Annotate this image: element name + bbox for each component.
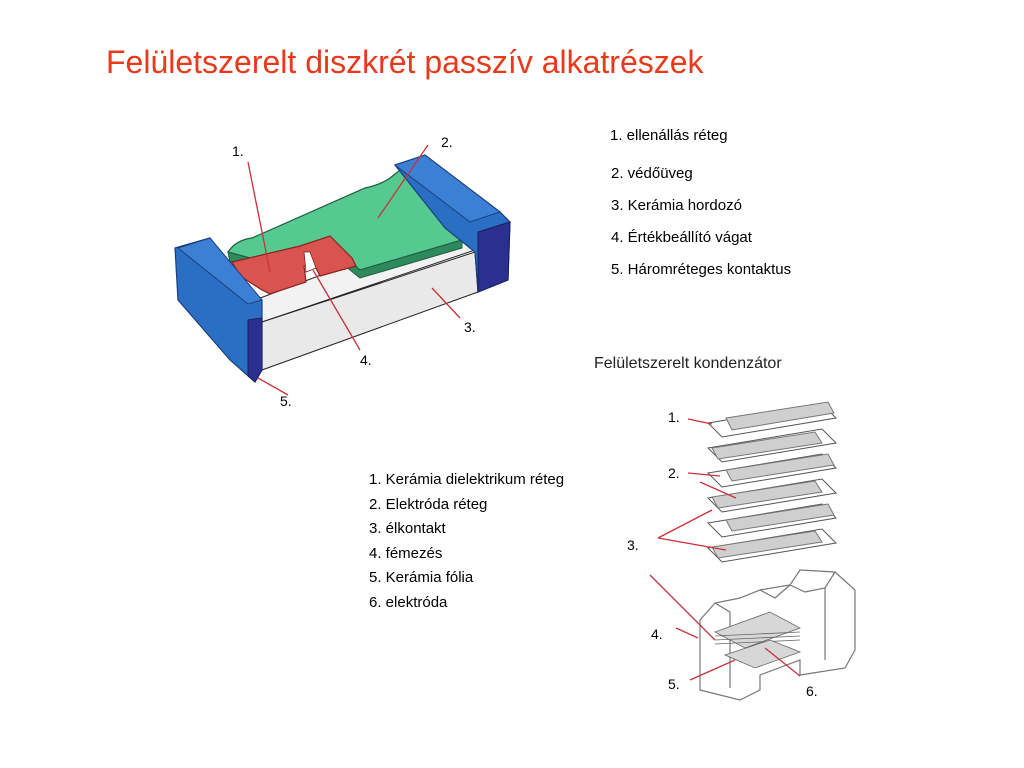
cap-leader-3b (657, 537, 727, 551)
resistor-leader-lines (247, 144, 461, 396)
left-contact-side (247, 317, 263, 383)
capacitor-legend-item: 4. fémezés (369, 544, 443, 562)
resistor-legend-item: 3. Kerámia hordozó (611, 197, 742, 214)
leader-5 (257, 377, 289, 396)
right-contact-side (477, 221, 511, 293)
leader-3 (431, 287, 461, 319)
capacitor-legend-item: 5. Kerámia fólia (369, 569, 474, 586)
capacitor-legend: 1. Kerámia dielektrikum réteg 2. Elektró… (369, 471, 564, 618)
cap-leader-2b (699, 481, 737, 499)
capacitor-callout-4: 4. (651, 626, 663, 642)
page-title: Felületszerelt diszkrét passzív alkatrés… (106, 44, 704, 80)
laser-trim-cut (303, 251, 317, 273)
capacitor-legend-item: 6. elektróda (369, 593, 448, 611)
cap-leader-3a (657, 509, 713, 539)
capacitor-legend-item: 3. élkontakt (369, 520, 446, 537)
cap-leader-5 (689, 659, 736, 681)
resistor-legend: 1. ellenállás réteg 2. védőüveg 3. Kerám… (610, 127, 791, 293)
capacitor-legend-item: 1. Kerámia dielektrikum réteg (369, 471, 565, 488)
capacitor-leader-lines (649, 418, 801, 681)
leader-4 (312, 269, 361, 351)
right-contact-top (393, 154, 502, 223)
capacitor-callout-5: 5. (668, 676, 680, 692)
resistor-legend-item: 2. védőüveg (611, 165, 693, 182)
left-contact-top (176, 237, 263, 305)
resistor-legend-item: 1. ellenállás réteg (610, 127, 728, 144)
capacitor-callout-3: 3. (627, 537, 639, 553)
capacitor-internal-stack (714, 611, 802, 669)
resistor-callout-5: 5. (280, 393, 292, 409)
capacitor-callout-2: 2. (668, 465, 680, 481)
capacitor-caption: Felületszerelt kondenzátor (594, 355, 782, 372)
capacitor-exploded-layers (706, 401, 838, 563)
resistor-legend-item: 4. Értékbeállító vágat (611, 229, 752, 246)
resistor-callout-1: 1. (232, 143, 244, 159)
cap-leader-2a (687, 472, 721, 477)
resistor-callout-3: 3. (464, 319, 476, 335)
leader-2 (377, 144, 429, 219)
cap-leader-6 (764, 647, 801, 677)
resistor-legend-item: 5. Háromréteges kontaktus (611, 261, 792, 278)
capacitor-callout-6: 6. (806, 683, 818, 699)
cap-leader-4a (649, 574, 716, 641)
cap-leader-4b (675, 627, 699, 639)
capacitor-legend-item: 2. Elektróda réteg (369, 495, 488, 513)
resistor-callout-2: 2. (441, 134, 453, 150)
capacitor-callout-1: 1. (668, 409, 680, 425)
resistor-callout-4: 4. (360, 352, 372, 368)
leader-1 (247, 161, 271, 273)
cap-leader-1 (687, 418, 713, 425)
